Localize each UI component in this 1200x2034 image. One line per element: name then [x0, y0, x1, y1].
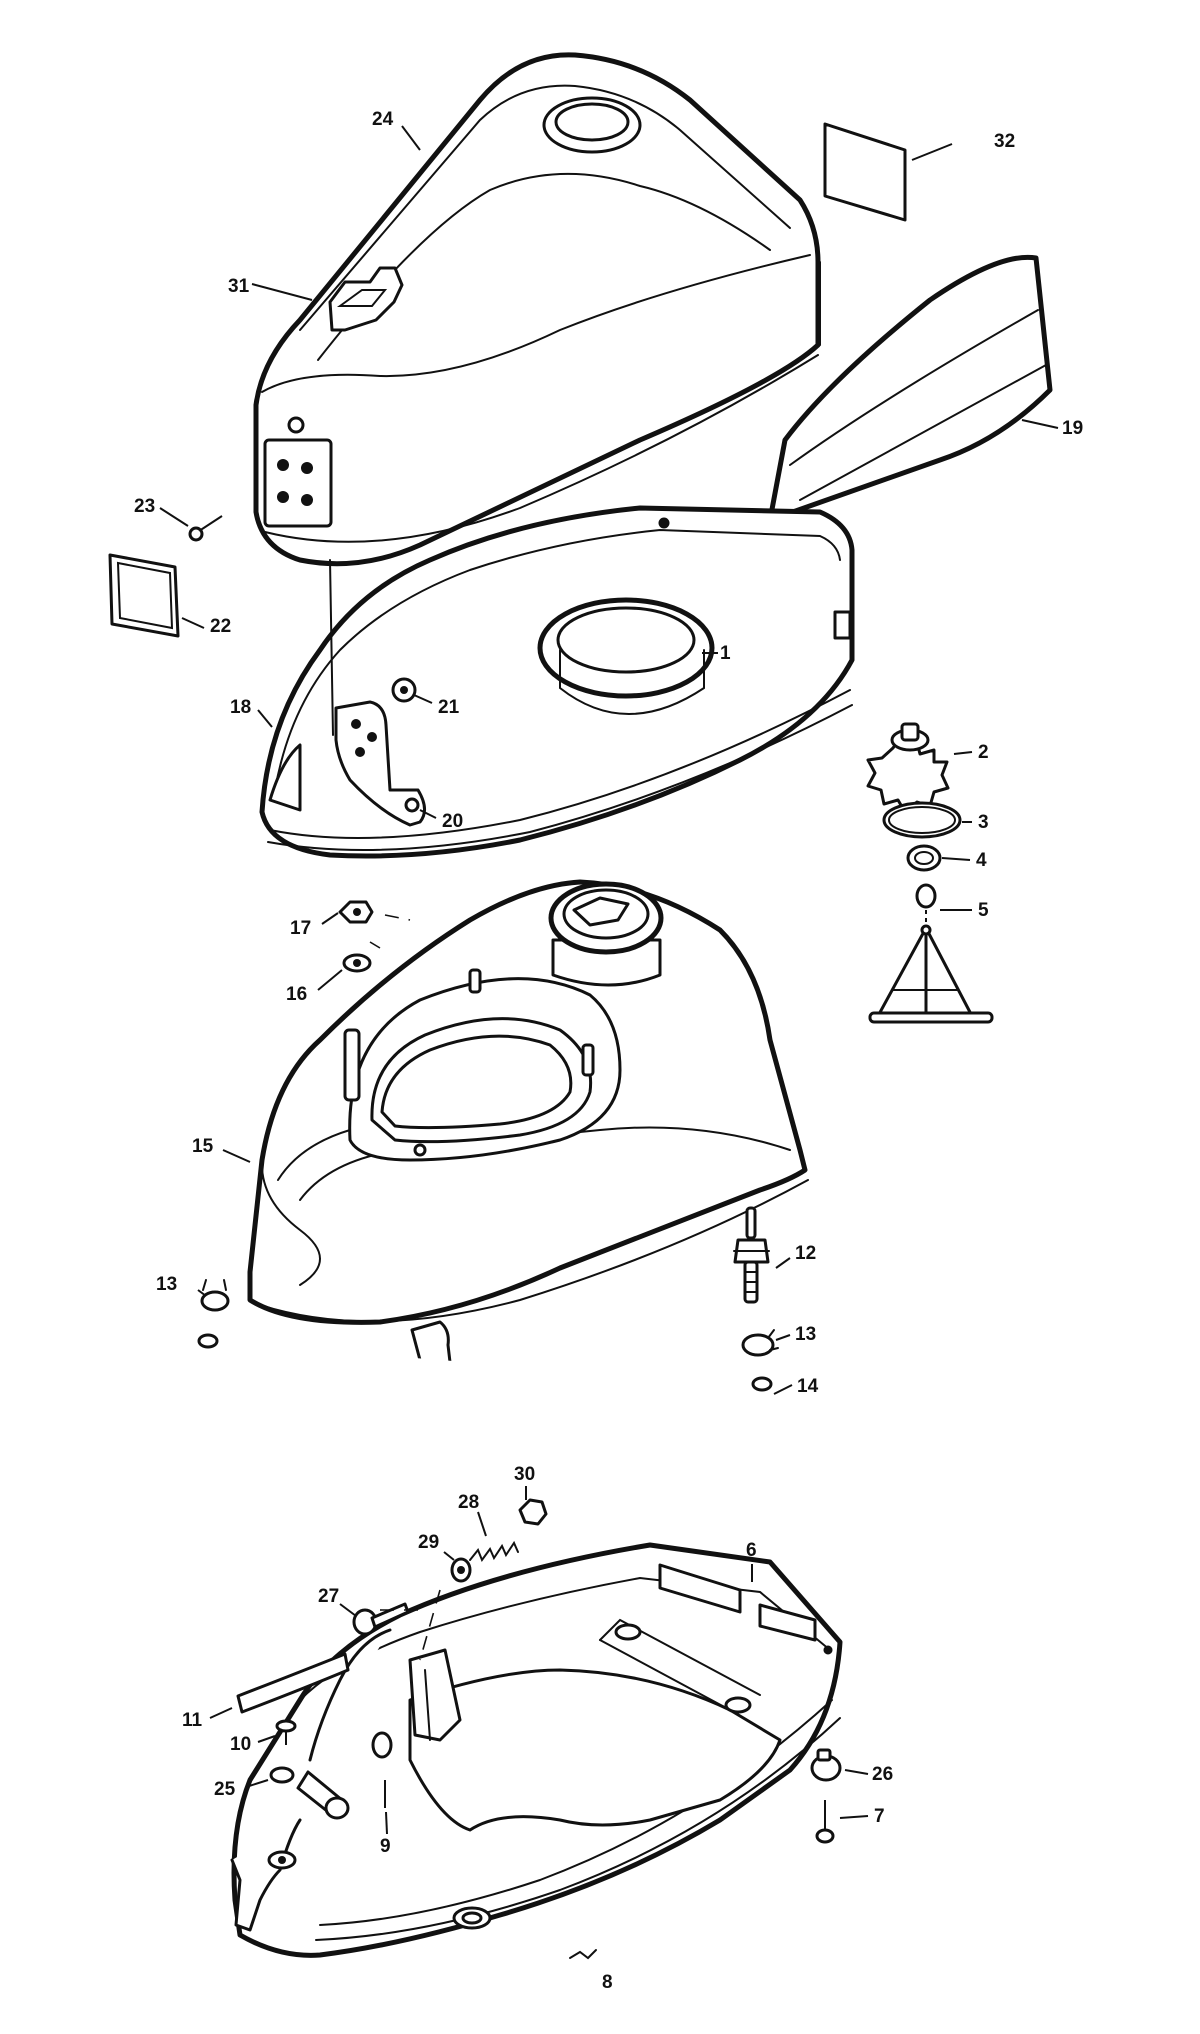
linkage-bracket — [267, 1766, 350, 1870]
nut — [338, 900, 374, 924]
screw — [188, 515, 223, 542]
callout-12: 12 — [795, 1243, 816, 1264]
callout-2: 2 — [978, 742, 989, 763]
callout-4: 4 — [976, 850, 987, 871]
hose-clamp-left — [200, 1279, 230, 1312]
knob-nut — [810, 1748, 842, 1782]
callout-7: 7 — [874, 1806, 885, 1827]
callout-31: 31 — [228, 276, 250, 297]
spring — [469, 1540, 519, 1563]
callout-19: 19 — [1062, 418, 1083, 439]
callout-22: 22 — [210, 616, 231, 637]
callout-18: 18 — [230, 697, 251, 718]
screw-small — [275, 1719, 297, 1745]
mount-bolt — [352, 1602, 410, 1636]
callout-3: 3 — [978, 812, 989, 833]
callout-30: 30 — [514, 1464, 535, 1485]
callout-24: 24 — [372, 109, 394, 130]
callout-21: 21 — [438, 697, 460, 718]
callout-1: 1 — [720, 643, 731, 664]
callout-5: 5 — [978, 900, 989, 921]
lock-washer — [342, 953, 372, 973]
callout-23: 23 — [134, 496, 155, 517]
cap-o-ring — [882, 801, 962, 839]
cowl-decal-plate — [823, 122, 907, 222]
callout-17: 17 — [290, 918, 311, 939]
callout-27: 27 — [318, 1586, 339, 1607]
top-cowl — [253, 52, 821, 567]
callout-6: 6 — [746, 1540, 757, 1561]
hose-clamp-right — [741, 1329, 779, 1357]
callout-labels: 24 32 31 19 23 22 1 18 21 20 2 3 4 5 17 … — [134, 109, 1083, 1993]
lower-cowl — [230, 1542, 843, 1958]
callout-15: 15 — [192, 1136, 214, 1157]
pin — [371, 1731, 393, 1808]
callout-13-left: 13 — [156, 1274, 177, 1295]
spring-nut — [518, 1498, 548, 1526]
cowl-frame — [259, 505, 855, 859]
retaining-screw — [815, 1800, 835, 1844]
lower-decal-strip — [236, 1652, 350, 1714]
fuel-tank — [247, 879, 809, 1413]
callout-28: 28 — [458, 1492, 479, 1513]
callout-8: 8 — [602, 1972, 613, 1993]
spring-washer — [450, 1557, 472, 1583]
callout-14: 14 — [797, 1376, 819, 1397]
cap-retainer — [868, 883, 994, 1024]
fuel-hose — [197, 1333, 773, 1454]
callout-10: 10 — [230, 1734, 251, 1755]
cap-washer — [906, 844, 942, 872]
callout-13-right: 13 — [795, 1324, 816, 1345]
callout-25: 25 — [214, 1779, 236, 1800]
leader-lines — [159, 125, 1059, 1835]
callout-26b: 26 — [872, 1764, 893, 1785]
side-decal-panel — [767, 254, 1053, 523]
callout-9: 9 — [380, 1836, 391, 1857]
gasket-plate — [108, 553, 180, 638]
callout-20: 20 — [442, 811, 463, 832]
callout-16: 16 — [286, 984, 307, 1005]
callout-32: 32 — [994, 131, 1015, 152]
callout-29: 29 — [418, 1532, 439, 1553]
filler-cap — [866, 722, 950, 814]
latch-bracket — [329, 559, 426, 827]
callout-11: 11 — [182, 1710, 203, 1731]
drain-valve — [733, 1206, 770, 1304]
frame-nut — [391, 677, 417, 703]
cowl-emblem — [328, 266, 404, 332]
